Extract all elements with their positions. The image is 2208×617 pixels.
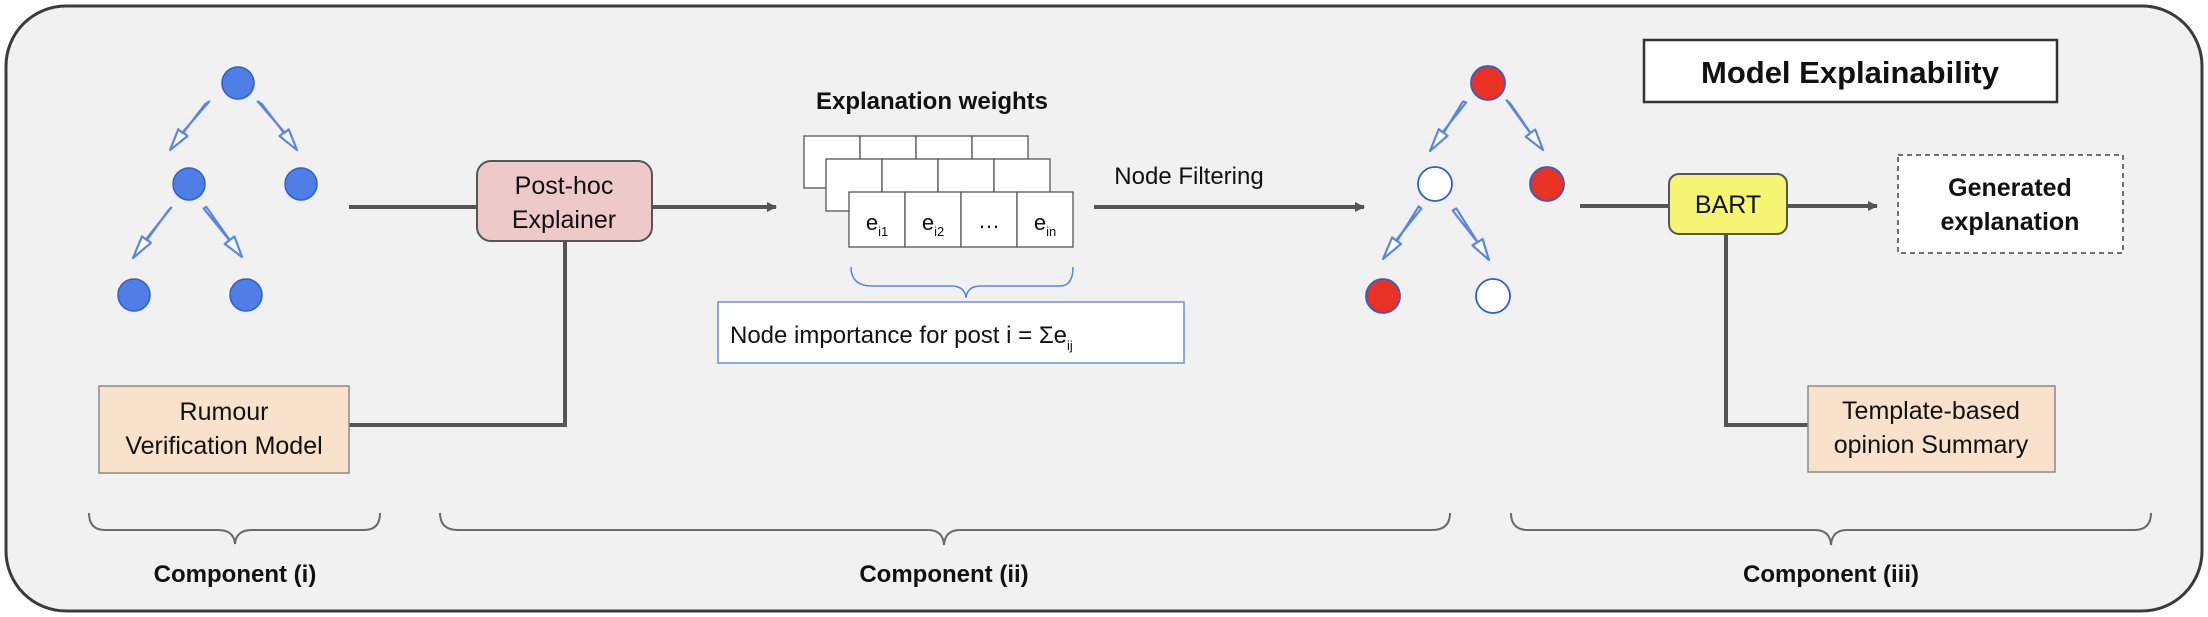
input-tree — [117, 66, 318, 312]
weight-cell-front — [960, 191, 1018, 248]
tree-edge-arrow — [1451, 207, 1491, 262]
tree-node-filtered — [1417, 166, 1453, 202]
weights-grid — [803, 135, 1074, 248]
filtered-tree — [1365, 65, 1565, 314]
tree-edge-arrow — [202, 205, 244, 259]
tree-edge-arrow — [131, 206, 173, 260]
weight-cell-front — [1016, 191, 1074, 248]
summary-to-bart-connector — [1724, 233, 1808, 427]
node-importance-box — [717, 301, 1185, 364]
rumour-model-box: Rumour Verification Model — [98, 385, 350, 474]
component-braces — [88, 512, 2152, 546]
model-to-explainer-connector — [348, 241, 567, 427]
node-filtering-label: Node Filtering — [1114, 163, 1263, 190]
component-i-brace — [88, 512, 381, 545]
tree-edge-arrow — [1428, 100, 1468, 153]
rumour-model-label-2: Verification Model — [125, 432, 322, 460]
rumour-model-label-1: Rumour — [180, 398, 269, 426]
tree-node — [284, 167, 318, 201]
tree-node-relevant — [1470, 65, 1506, 101]
component-iii-brace — [1510, 512, 2152, 546]
filtered-tree-arrows — [1381, 99, 1545, 262]
tree-edge-arrow — [1505, 99, 1545, 152]
generated-explanation-box: Generated explanation — [1897, 154, 2124, 254]
tree-node — [117, 278, 151, 312]
tree-node — [221, 66, 255, 100]
bart-label: BART — [1695, 191, 1761, 219]
diagram-title: Model Explainability — [1701, 55, 2000, 90]
tree-arrows — [131, 100, 299, 260]
weights-heading: Explanation weights — [816, 88, 1048, 115]
template-summary-box: Template-based opinion Summary — [1807, 385, 2056, 473]
component-ii-brace — [439, 512, 1451, 546]
explainer-label-1: Post-hoc — [515, 172, 614, 200]
tree-edge-arrow — [1381, 205, 1423, 261]
weight-cell-label: ei2 — [922, 210, 944, 239]
tree-node — [172, 167, 206, 201]
weight-cell-label: … — [978, 208, 1000, 233]
tree-node-relevant — [1365, 278, 1401, 314]
component-iii-label: Component (iii) — [1743, 561, 1919, 588]
explainer-box: Post-hoc Explainer — [476, 160, 653, 242]
tree-node-filtered — [1475, 278, 1511, 314]
tree-edge-arrow — [168, 100, 211, 152]
title-box — [1642, 38, 2059, 104]
component-i-label: Component (i) — [154, 561, 317, 588]
template-summary-label-1: Template-based — [1842, 397, 2020, 425]
generated-label-1: Generated — [1948, 174, 2072, 202]
explainer-label-2: Explainer — [512, 206, 616, 234]
weight-cell-label: ein — [1034, 210, 1056, 239]
tree-node-relevant — [1529, 166, 1565, 202]
weight-cell-front — [904, 191, 962, 248]
tree-node — [229, 278, 263, 312]
bart-box: BART — [1668, 173, 1788, 235]
tree-edge-arrow — [256, 100, 299, 152]
component-ii-label: Component (ii) — [859, 561, 1028, 588]
generated-label-2: explanation — [1941, 208, 2080, 236]
weights-brace — [850, 266, 1074, 299]
node-importance-formula: Node importance for post i = Σeij — [730, 322, 1073, 353]
template-summary-label-2: opinion Summary — [1834, 431, 2029, 459]
weight-cell-label: ei1 — [866, 210, 888, 239]
